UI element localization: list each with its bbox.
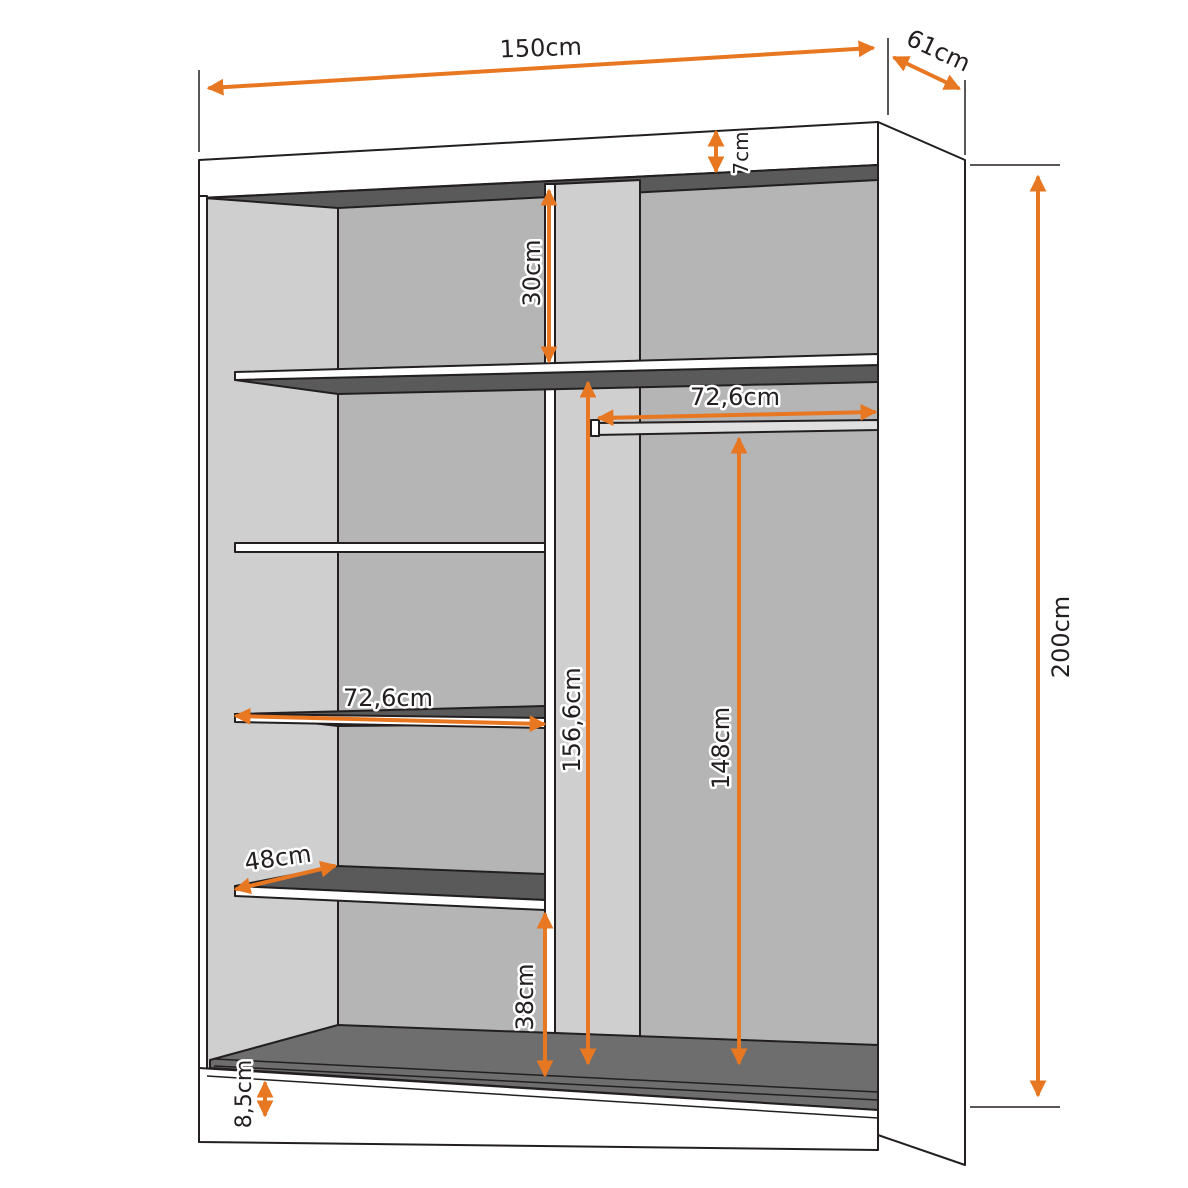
shelf-2-front bbox=[234, 542, 546, 553]
right-side-panel bbox=[877, 121, 966, 1166]
left-interior-wall bbox=[203, 197, 339, 1071]
door-rail-2 bbox=[213, 1065, 879, 1101]
label-depth: 61cm bbox=[902, 24, 975, 78]
label-top-panel-height: 7cm bbox=[729, 131, 753, 174]
label-total-width: 150cm bbox=[499, 33, 582, 64]
extension-lines bbox=[198, 38, 1060, 1108]
wardrobe-body bbox=[198, 121, 966, 1166]
arrow-shelf-depth bbox=[233, 860, 338, 895]
arrow-rail-width bbox=[596, 403, 878, 427]
middle-divider-side bbox=[554, 179, 641, 1076]
interior-ceiling bbox=[203, 164, 879, 209]
plinth bbox=[198, 1067, 879, 1151]
label-total-height: 200cm bbox=[1047, 596, 1075, 678]
label-bottom-compartment: 38cm bbox=[511, 963, 539, 1030]
label-shelf-width: 72,6cm bbox=[343, 684, 433, 712]
label-rail-width: 72,6cm bbox=[690, 383, 780, 411]
label-top-compartment: 30cm bbox=[518, 239, 546, 306]
label-plinth-height: 8,5cm bbox=[232, 1060, 257, 1129]
dimension-arrows bbox=[206, 40, 1047, 1118]
hanging-rail-bracket bbox=[590, 419, 600, 437]
arrow-shelf-width bbox=[233, 707, 547, 733]
left-side-front-edge bbox=[198, 195, 208, 1143]
dimension-labels: 150cm 61cm 7cm 200cm 30cm 72,6cm 148cm 1… bbox=[230, 21, 1078, 1130]
arrow-total-width bbox=[206, 40, 876, 96]
arrow-depth bbox=[891, 56, 962, 90]
label-middle-panel: 156,6cm bbox=[558, 667, 586, 772]
plinth-edge bbox=[206, 1075, 879, 1119]
label-hanging-height: 148cm bbox=[707, 707, 735, 789]
top-shelf-front bbox=[234, 353, 879, 381]
